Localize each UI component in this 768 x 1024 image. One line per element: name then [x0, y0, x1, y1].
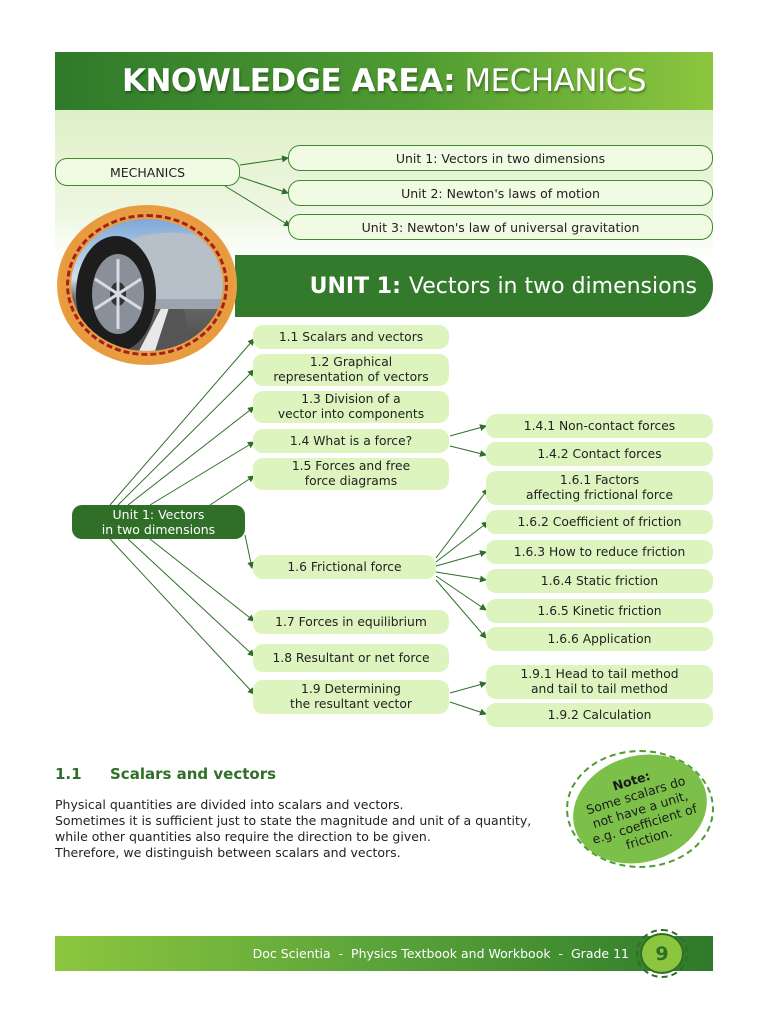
paragraph-line: Sometimes it is sufficient just to state… [55, 813, 532, 828]
subsection-label-line-2: and tail to tail method [531, 682, 668, 696]
banner-title-light: MECHANICS [464, 63, 647, 99]
page-footer: Doc Scientia - Physics Textbook and Work… [55, 936, 713, 971]
section-1-6: 1.6 Frictional force [253, 555, 436, 579]
subsection-label-line-2: affecting frictional force [525, 488, 674, 502]
subsection-1-6-5: 1.6.5 Kinetic friction [486, 599, 713, 623]
subsection-label: 1.9.1 Head to tail method [520, 667, 679, 681]
unit-2-label: Unit 2: Newton's laws of motion [401, 185, 600, 201]
photo-frame-ring [66, 214, 228, 356]
root-node-unit-1: Unit 1: Vectors in two dimensions [72, 505, 245, 539]
paragraph-line: Physical quantities are divided into sca… [55, 797, 404, 812]
page-number-label: 9 [655, 942, 669, 965]
note-badge-ring [566, 750, 714, 868]
section-label: 1.8 Resultant or net force [272, 650, 430, 665]
subsection-1-6-3: 1.6.3 How to reduce friction [486, 540, 713, 564]
section-label-line-2: the resultant vector [290, 697, 412, 711]
section-label-line-2: representation of vectors [273, 370, 429, 384]
car-wheel-image [71, 219, 223, 351]
section-label: 1.3 Division of a [301, 392, 401, 406]
footer-text: Doc Scientia - Physics Textbook and Work… [252, 946, 629, 961]
section-1-8: 1.8 Resultant or net force [253, 644, 449, 672]
section-1-4: 1.4 What is a force? [253, 429, 449, 453]
subsection-label: 1.4.1 Non-contact forces [523, 418, 676, 433]
unit-1-label: Unit 1: Vectors in two dimensions [395, 150, 606, 166]
section-label: 1.1 Scalars and vectors [278, 329, 424, 344]
banner-title: KNOWLEDGE AREA: MECHANICS [121, 63, 647, 99]
subsection-label: 1.6.4 Static friction [540, 573, 659, 588]
section-label: 1.2 Graphical [309, 355, 393, 369]
unit-1-box: Unit 1: Vectors in two dimensions [288, 145, 713, 171]
section-label: 1.7 Forces in equilibrium [275, 614, 427, 629]
unit-3-label: Unit 3: Newton's law of universal gravit… [361, 219, 640, 235]
section-1-7: 1.7 Forces in equilibrium [253, 610, 449, 634]
subsection-1-4-1: 1.4.1 Non-contact forces [486, 414, 713, 438]
subsection-label: 1.6.5 Kinetic friction [537, 603, 662, 618]
section-label: 1.6 Frictional force [287, 559, 402, 574]
knowledge-area-banner: KNOWLEDGE AREA: MECHANICS [55, 52, 713, 110]
subsection-label: 1.4.2 Contact forces [537, 446, 662, 461]
section-label: 1.9 Determining [301, 682, 401, 696]
page-number: 9 [640, 933, 684, 974]
body-paragraph: Physical quantities are divided into sca… [55, 797, 535, 861]
section-1-1: 1.1 Scalars and vectors [253, 325, 449, 349]
unit-2-box: Unit 2: Newton's laws of motion [288, 180, 713, 206]
subsection-label: 1.6.3 How to reduce friction [513, 544, 686, 559]
subsection-1-4-2: 1.4.2 Contact forces [486, 442, 713, 466]
subsection-1-9-2: 1.9.2 Calculation [486, 703, 713, 727]
section-heading-title: Scalars and vectors [110, 765, 277, 783]
mechanics-box: MECHANICS [55, 158, 240, 186]
section-label: 1.5 Forces and free [291, 459, 411, 473]
unit-1-banner: UNIT 1: Vectors in two dimensions [235, 255, 713, 317]
section-number: 1.1 [55, 765, 82, 783]
section-label: 1.4 What is a force? [289, 433, 413, 448]
subsection-1-6-4: 1.6.4 Static friction [486, 569, 713, 593]
subsection-label: 1.9.2 Calculation [547, 707, 652, 722]
unit-3-box: Unit 3: Newton's law of universal gravit… [288, 214, 713, 240]
subsection-1-6-2: 1.6.2 Coefficient of friction [486, 510, 713, 534]
root-line-2: in two dimensions [101, 522, 216, 537]
section-label-line-2: force diagrams [304, 474, 398, 488]
unit-banner-light: Vectors in two dimensions [408, 273, 697, 299]
unit-banner-bold: UNIT 1: [309, 273, 401, 299]
root-line-1: Unit 1: Vectors [112, 507, 205, 522]
paragraph-line: while other quantities also require the … [55, 829, 431, 844]
page-number-ring [636, 929, 688, 978]
subsection-label: 1.6.1 Factors [559, 473, 640, 487]
section-label-line-2: vector into components [277, 407, 425, 421]
banner-title-bold: KNOWLEDGE AREA: [121, 63, 456, 99]
mechanics-label: MECHANICS [109, 164, 186, 180]
subsection-1-6-6: 1.6.6 Application [486, 627, 713, 651]
subsection-label: 1.6.2 Coefficient of friction [517, 514, 682, 529]
paragraph-line: Therefore, we distinguish between scalar… [55, 845, 401, 860]
subsection-label: 1.6.6 Application [547, 631, 652, 646]
section-heading: 1.1 Scalars and vectors [55, 765, 276, 783]
